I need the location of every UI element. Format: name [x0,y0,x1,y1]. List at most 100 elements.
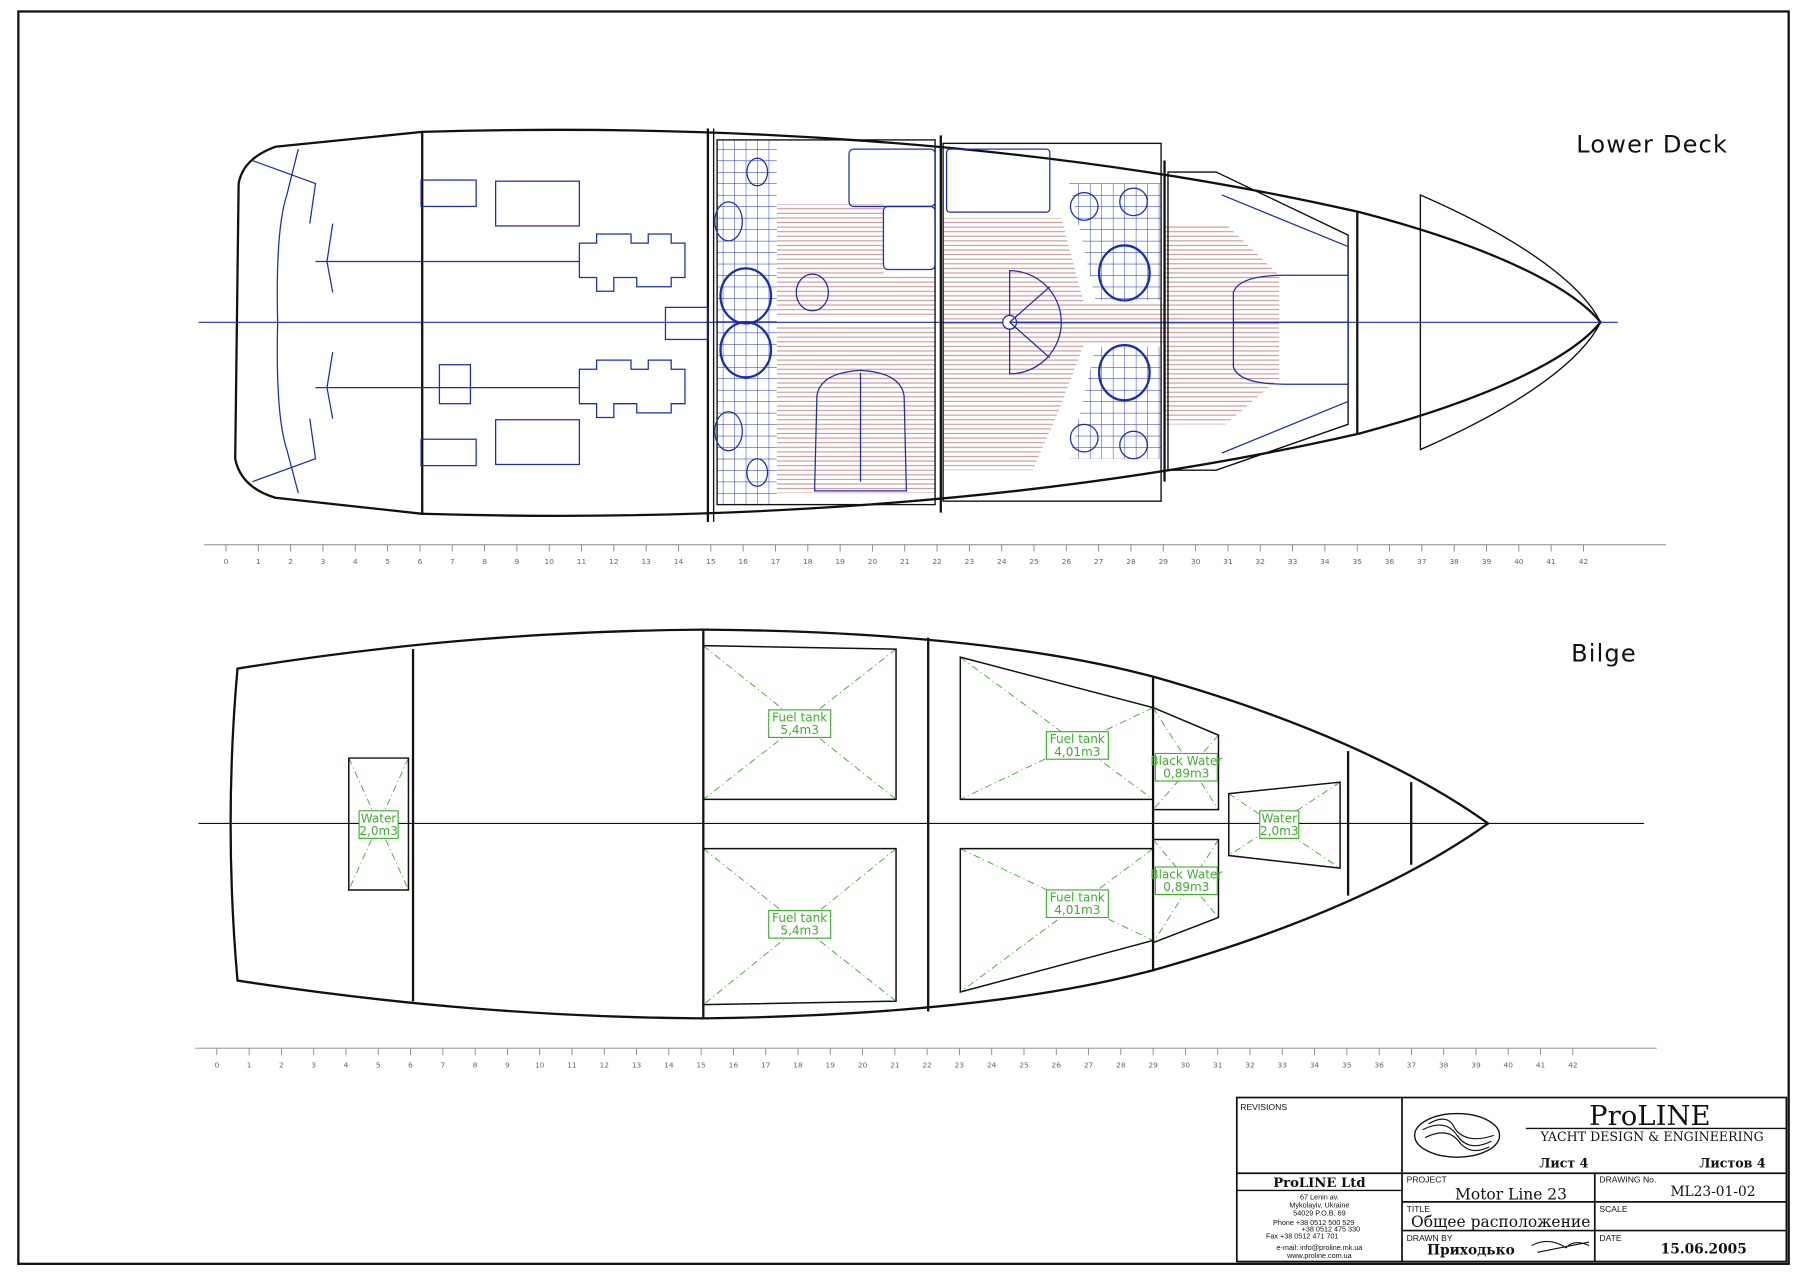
tank-volume: 0,89m3 [1163,767,1209,781]
engine-stb [578,359,686,419]
tank-diagonal [1228,781,1341,856]
ruler-label: 20 [858,1061,868,1070]
tank-name: Fuel tank [772,710,827,724]
lower-deck-stern [234,130,424,516]
ruler-label: 9 [515,557,520,566]
ruler-label: 2 [288,557,293,566]
ruler-label: 41 [1546,557,1556,566]
ruler-label: 38 [1449,557,1459,566]
ruler-label: 10 [544,557,554,566]
title-block: REVISIONS ProLINE YACHT DESIGN & ENGINEE… [1235,1096,1788,1263]
tank-diagonal [348,757,409,891]
ruler-label: 16 [738,557,748,566]
ruler-label: 17 [771,557,781,566]
ruler-label: 40 [1504,1061,1514,1070]
generator [438,364,472,405]
ruler-label: 2 [279,1061,284,1070]
ruler-label: 1 [247,1061,252,1070]
date-label: DATE [1599,1233,1622,1243]
head-mid-stb [1069,346,1162,459]
equipment-box [495,180,581,227]
ruler-label: 27 [1094,557,1104,566]
ruler-label: 30 [1181,1061,1191,1070]
ruler-label: 12 [609,557,618,566]
tank-outline [1152,706,1220,811]
ruler-label: 25 [1019,1061,1029,1070]
drawing-date: 15.06.2005 [1661,1242,1747,1258]
ruler-label: 32 [1256,557,1265,566]
floor-corridor [943,217,1165,471]
forward-cabin-outline [1167,171,1349,471]
tank-label-box [1259,810,1300,839]
ruler-label: 37 [1407,1061,1417,1070]
ruler-label: 33 [1288,557,1298,566]
floor-aft-cabin-port [776,204,936,316]
ruler-label: 28 [1126,557,1136,566]
ruler-label: 26 [1052,1061,1062,1070]
mid-section-outline [942,142,1162,502]
hatch [420,179,477,208]
ruler-label: 14 [674,557,684,566]
ruler-label: 17 [761,1061,771,1070]
ruler-label: 7 [440,1061,445,1070]
aft-cabins-outline [716,139,936,506]
sheet-border [17,10,1790,1265]
berths [813,148,1349,492]
ruler-label: 22 [932,557,941,566]
fax-line: Fax +38 0512 471 701 [1266,1232,1338,1241]
engine-room [315,179,709,467]
ruler-label: 27 [1084,1061,1094,1070]
floor-forward-cabin [1164,223,1280,425]
tank-diagonal [960,656,1154,800]
ruler-label: 11 [577,557,587,566]
tank-label-box [1045,731,1109,760]
ruler-label: 13 [641,557,651,566]
drawing-no-label: DRAWING No. [1599,1174,1656,1184]
tank-name: Fuel tank [1050,732,1105,746]
ruler-label: 14 [664,1061,674,1070]
company-tagline: YACHT DESIGN & ENGINEERING [1540,1129,1764,1144]
ruler-label: 35 [1342,1061,1352,1070]
v-berth-forward [1232,274,1349,385]
ruler-label: 23 [965,557,975,566]
tank-label-box [1045,889,1109,919]
tank-label-box [768,709,832,738]
ruler-label: 18 [793,1061,803,1070]
bilge-bulkheads [411,629,1413,1019]
drawn-by-name: Приходько [1427,1243,1515,1259]
ruler-label: 22 [922,1061,931,1070]
tank-volume: 5,4m3 [780,723,819,737]
bulkhead-door [664,306,709,341]
tank-name: Fuel tank [1050,890,1105,904]
ruler-label: 20 [868,557,878,566]
tank-name: Black Water [1150,754,1222,768]
tank-diagonal [348,757,409,891]
ruler-label: 5 [385,557,390,566]
ruler-label: 39 [1482,557,1492,566]
drawing-number: ML23-01-02 [1670,1184,1755,1200]
ruler-label: 0 [214,1061,219,1070]
ruler-label: 3 [321,557,326,566]
tank-name: Black Water [1150,867,1222,881]
ruler-label: 4 [353,557,358,566]
ruler-label: 37 [1417,557,1427,566]
ruler-label: 18 [803,557,813,566]
ruler-label: 29 [1148,1061,1158,1070]
ruler-label: 0 [224,557,229,566]
tank-outline [702,847,897,1006]
ruler-label: 30 [1191,557,1201,566]
ruler-label: 11 [567,1061,577,1070]
tank-label-box [1154,866,1218,896]
sheet-number: Лист 4 [1539,1155,1588,1170]
tank-name: Fuel tank [772,911,827,925]
tank-outline [1152,838,1220,944]
ruler-label: 33 [1278,1061,1288,1070]
ruler-label: 5 [376,1061,381,1070]
